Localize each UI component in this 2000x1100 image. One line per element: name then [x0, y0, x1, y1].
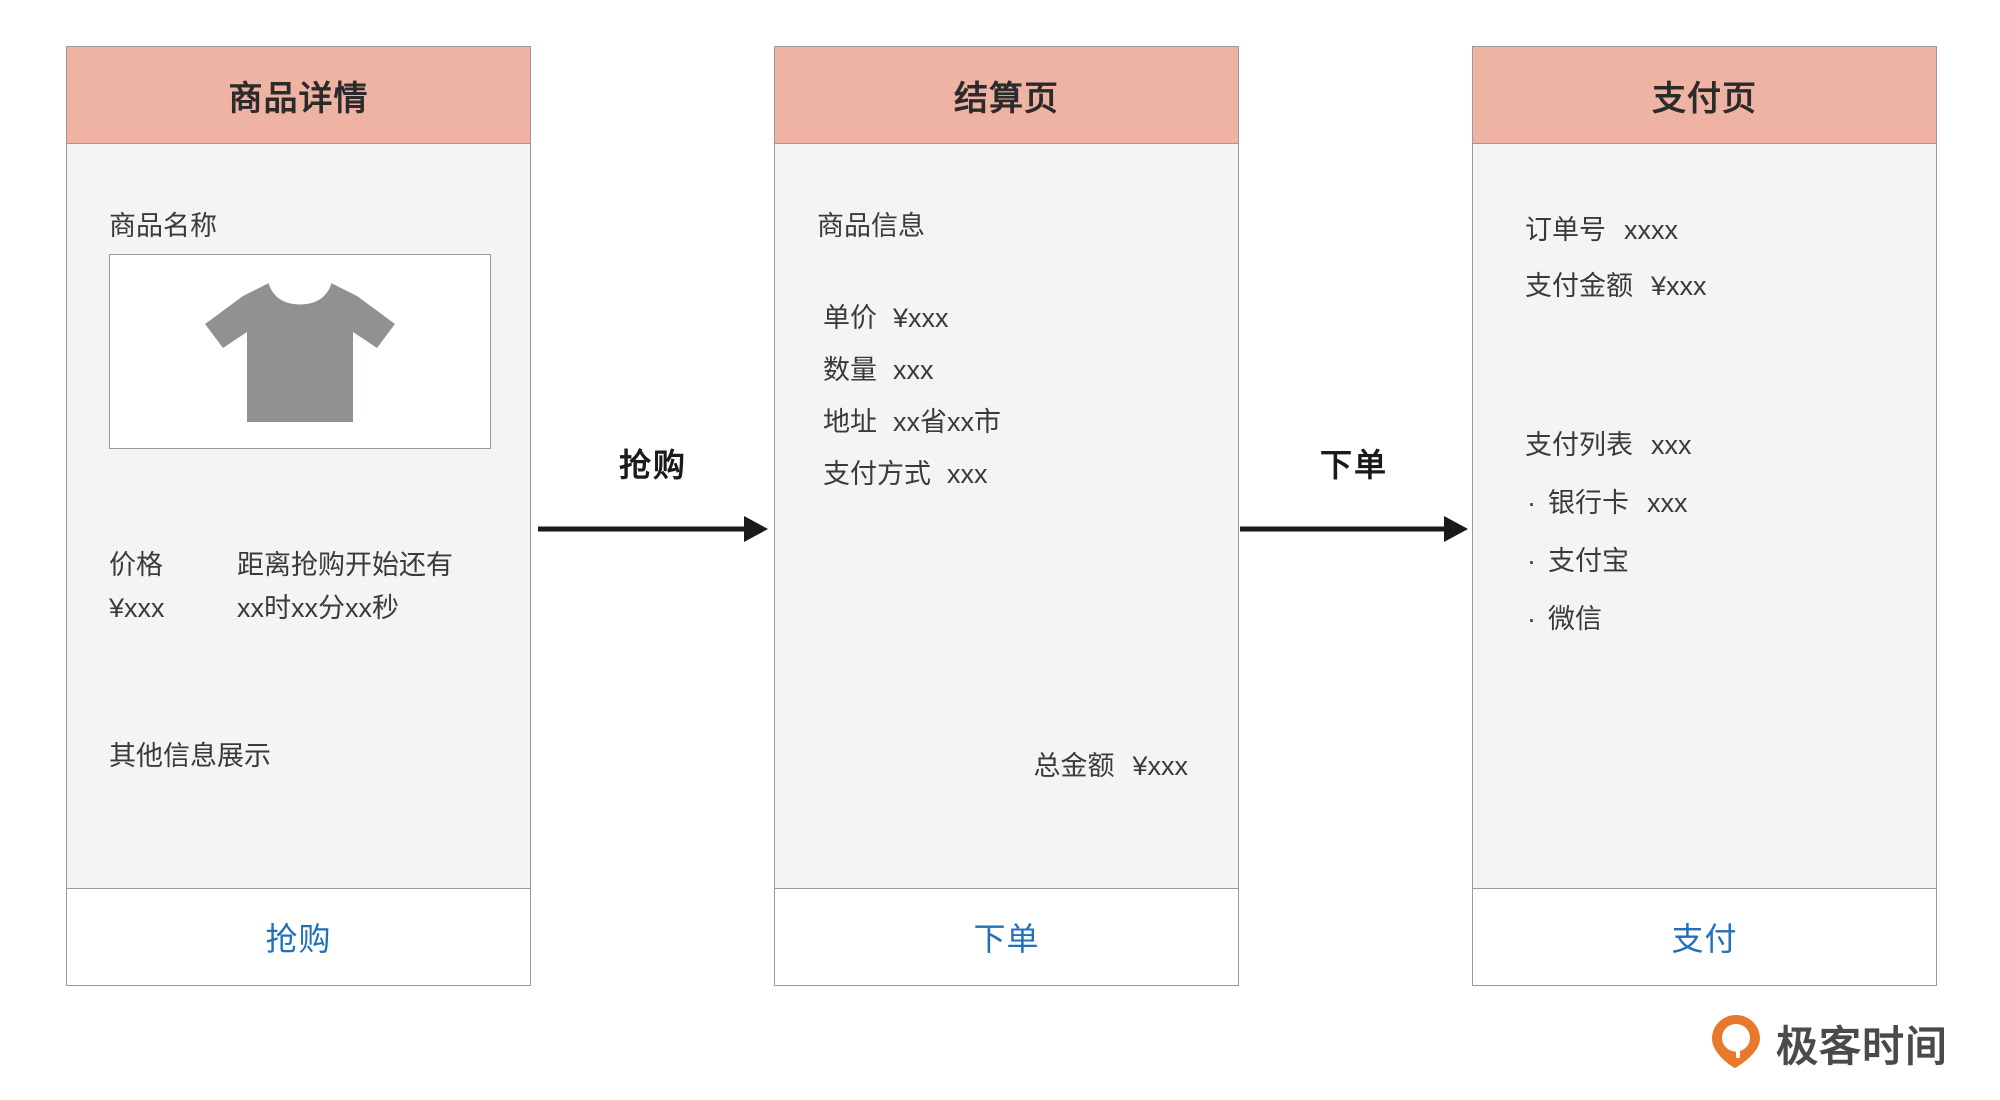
address-value: xx省xx市 — [893, 407, 1001, 437]
bullet-icon: · — [1527, 488, 1536, 518]
product-info-section-title: 商品信息 — [817, 211, 925, 241]
price-label: 价格 — [109, 550, 163, 580]
order-number-value: xxxx — [1624, 215, 1678, 245]
place-order-button[interactable]: 下单 — [775, 888, 1238, 985]
total-amount-value: ¥xxx — [1132, 751, 1188, 781]
flow-arrow-order-label: 下单 — [1319, 447, 1388, 483]
payment-method-value: xxx — [947, 459, 988, 489]
card-body-payment: 订单号 xxxx 支付金额 ¥xxx 支付列表 xxx · 银行卡 xxx · 支付宝 · 微… — [1473, 144, 1936, 888]
brand-name: 极客时间 — [1775, 1023, 1948, 1070]
screen-card-product-detail: 商品详情 商品名称 价格 距离抢购开始还有 ¥xxx xx时xx — [66, 46, 531, 986]
payment-list-value: xxx — [1651, 430, 1692, 460]
list-item: 数量 xxx — [823, 344, 1001, 396]
countdown-value: xx时xx分xx秒 — [237, 593, 399, 623]
brand-logo: 极客时间 — [1710, 1013, 1948, 1074]
checkout-detail-list: 单价 ¥xxx 数量 xxx 地址 xx省xx市 支付方式 xxx — [823, 292, 1001, 500]
bullet-icon: · — [1527, 546, 1536, 576]
method-alipay-label: 支付宝 — [1548, 546, 1629, 576]
screen-card-checkout: 结算页 商品信息 单价 ¥xxx 数量 xxx 地址 xx省xx市 支付方式 xxx 总… — [774, 46, 1239, 986]
list-item[interactable]: · 支付宝 — [1525, 532, 1692, 590]
other-info-label: 其他信息展示 — [109, 741, 271, 771]
method-wechat-label: 微信 — [1548, 604, 1602, 634]
tshirt-icon — [185, 272, 415, 432]
address-label: 地址 — [823, 407, 877, 437]
unit-price-value: ¥xxx — [893, 303, 949, 333]
price-countdown-block: 价格 距离抢购开始还有 ¥xxx xx时xx分xx秒 — [109, 544, 499, 630]
flow-arrow-buy-label: 抢购 — [618, 447, 687, 483]
price-row-values: ¥xxx xx时xx分xx秒 — [109, 587, 499, 630]
arrow-right-icon — [1240, 516, 1468, 542]
card-title-checkout: 结算页 — [775, 47, 1238, 144]
pay-button[interactable]: 支付 — [1473, 888, 1936, 985]
order-number-label: 订单号 — [1525, 215, 1606, 245]
card-body-product-detail: 商品名称 价格 距离抢购开始还有 ¥xxx xx时xx分xx秒 — [67, 144, 530, 888]
flow-arrow-order: 下单 — [1240, 440, 1468, 560]
card-title-product-detail: 商品详情 — [67, 47, 530, 144]
geekbang-pin-icon — [1710, 1013, 1762, 1074]
flow-arrow-buy: 抢购 — [538, 440, 768, 560]
payment-method-list: 支付列表 xxx · 银行卡 xxx · 支付宝 · 微信 — [1525, 416, 1692, 648]
payment-list-title-row: 支付列表 xxx — [1525, 416, 1692, 474]
total-amount-label: 总金额 — [1033, 751, 1115, 781]
list-item: 单价 ¥xxx — [823, 292, 1001, 344]
method-bankcard-label: 银行卡 — [1548, 488, 1629, 518]
product-name-label: 商品名称 — [109, 211, 217, 241]
price-value: ¥xxx — [109, 593, 165, 623]
price-row-labels: 价格 距离抢购开始还有 — [109, 544, 499, 587]
order-number-row: 订单号 xxxx — [1525, 202, 1707, 258]
list-item: 地址 xx省xx市 — [823, 396, 1001, 448]
payment-list-label: 支付列表 — [1525, 430, 1633, 460]
product-image-placeholder — [109, 254, 491, 449]
total-amount-row: 总金额 ¥xxx — [775, 744, 1188, 783]
list-item: 支付方式 xxx — [823, 448, 1001, 500]
list-item[interactable]: · 银行卡 xxx — [1525, 474, 1692, 532]
method-bankcard-value: xxx — [1647, 488, 1688, 518]
countdown-label: 距离抢购开始还有 — [237, 550, 453, 580]
pay-amount-value: ¥xxx — [1651, 271, 1707, 301]
pay-amount-label: 支付金额 — [1525, 271, 1633, 301]
quantity-value: xxx — [893, 355, 934, 385]
card-body-checkout: 商品信息 单价 ¥xxx 数量 xxx 地址 xx省xx市 支付方式 xxx 总金额 ¥x… — [775, 144, 1238, 888]
unit-price-label: 单价 — [823, 303, 877, 333]
pay-amount-row: 支付金额 ¥xxx — [1525, 258, 1707, 314]
quantity-label: 数量 — [823, 355, 877, 385]
card-title-payment: 支付页 — [1473, 47, 1936, 144]
order-summary-block: 订单号 xxxx 支付金额 ¥xxx — [1525, 202, 1707, 314]
payment-method-label: 支付方式 — [823, 459, 931, 489]
bullet-icon: · — [1527, 604, 1536, 634]
list-item[interactable]: · 微信 — [1525, 590, 1692, 648]
buy-now-button[interactable]: 抢购 — [67, 888, 530, 985]
arrow-right-icon — [538, 516, 768, 542]
